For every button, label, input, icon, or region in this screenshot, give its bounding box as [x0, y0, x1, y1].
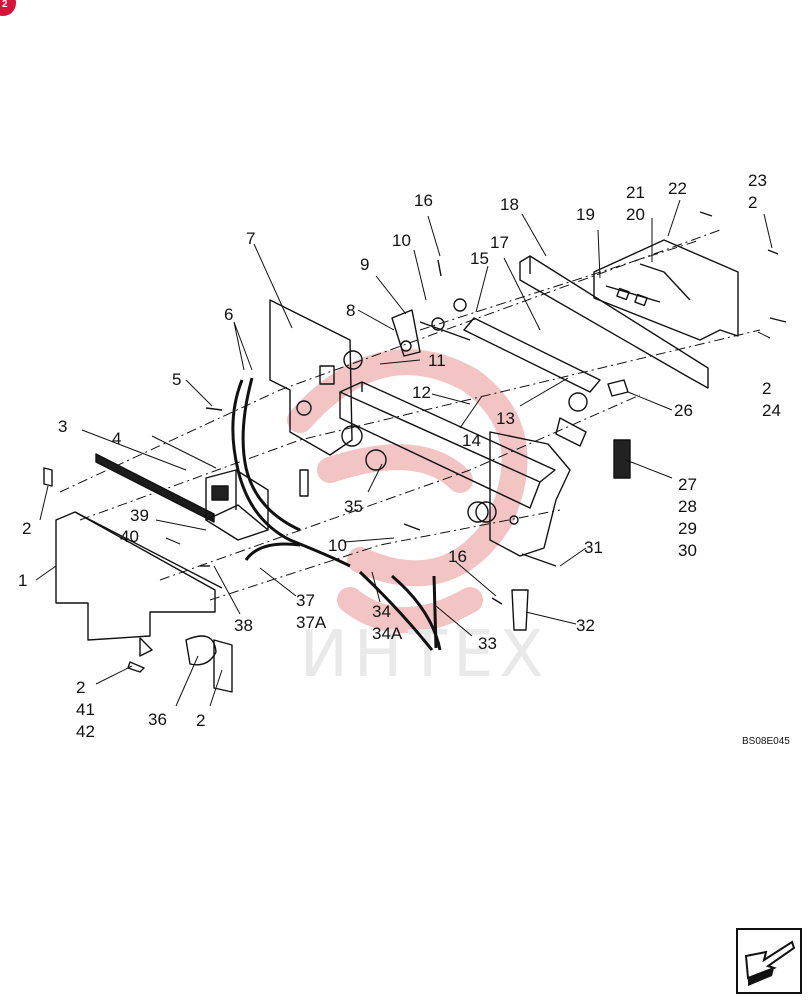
leader-lines: [35, 199, 773, 707]
callout-label: 16: [448, 547, 467, 566]
part-hoses-lower: [358, 570, 442, 651]
callout-label: 33: [478, 634, 497, 653]
callout-label: 2: [196, 711, 205, 730]
callout-label: 39: [130, 506, 149, 525]
callout-label: 26: [674, 401, 693, 420]
callout-label: 5: [172, 370, 181, 389]
page-badge: 2: [0, 0, 16, 16]
callout-label: 36: [148, 710, 167, 729]
next-page-arrow-icon: [744, 940, 796, 986]
callout-label: 34A: [372, 624, 403, 643]
callout-label: 15: [470, 249, 489, 268]
callout-label: 16: [414, 191, 433, 210]
callout-label: 1: [18, 571, 27, 590]
callout-label: 40: [120, 527, 139, 546]
part-crossbeam: [339, 381, 556, 509]
callout-label: 22: [668, 179, 687, 198]
callout-label: 24: [762, 401, 781, 420]
callout-label: 11: [428, 351, 446, 370]
page-badge-label: 2: [2, 0, 8, 10]
part-valve-block: [205, 469, 269, 541]
part-hoses: [231, 377, 351, 568]
part-cover-plate: [55, 511, 233, 693]
callout-label: 31: [584, 538, 603, 557]
assembly-axes: [59, 229, 761, 601]
callout-label: 34: [372, 602, 391, 621]
part-right-side-plate: [475, 431, 571, 567]
watermark-text: ИНТЕХ: [300, 618, 549, 692]
callout-label: 8: [346, 301, 355, 320]
callout-label: 2: [22, 519, 31, 538]
callout-label: 6: [224, 305, 233, 324]
part-hydraulic-cylinder: [419, 298, 601, 447]
callout-label: 2: [748, 193, 757, 212]
part-fittings: [43, 211, 787, 673]
callout-label: 14: [462, 431, 481, 450]
callout-label: 41: [76, 700, 95, 719]
callout-label: 23: [748, 171, 767, 190]
part-top-plate: [519, 255, 709, 389]
callout-label: 28: [678, 497, 697, 516]
callout-label: 38: [234, 616, 253, 635]
callout-label: 30: [678, 541, 697, 560]
part-strip: [95, 453, 215, 523]
callout-label: 37A: [296, 613, 327, 632]
callout-label: 17: [490, 233, 509, 252]
callout-label: 19: [576, 205, 595, 224]
figure-reference: BS08E045: [742, 736, 790, 747]
watermark-logo: [287, 349, 528, 633]
next-page-button[interactable]: [736, 928, 802, 994]
callout-label: 9: [360, 255, 369, 274]
callout-label: 42: [76, 722, 95, 741]
callout-label: 12: [412, 383, 431, 402]
callout-label: 35: [344, 497, 363, 516]
callout-label: 7: [246, 229, 255, 248]
callout-label: 13: [496, 409, 515, 428]
callout-label: 2: [762, 379, 771, 398]
callout-label: 21: [626, 183, 645, 202]
callout-label: 37: [296, 591, 315, 610]
callout-label: 27: [678, 475, 697, 494]
part-mount-bracket: [593, 239, 739, 341]
callout-label: 29: [678, 519, 697, 538]
callout-label: 20: [626, 205, 645, 224]
callout-label: 3: [58, 417, 67, 436]
callout-label: 2: [76, 678, 85, 697]
callout-label: 32: [576, 616, 595, 635]
callout-label: 10: [392, 231, 411, 250]
callout-label: 4: [112, 429, 121, 448]
part-left-side-plate: [269, 299, 363, 456]
callout-label: 18: [500, 195, 519, 214]
callout-label: 10: [328, 536, 347, 555]
